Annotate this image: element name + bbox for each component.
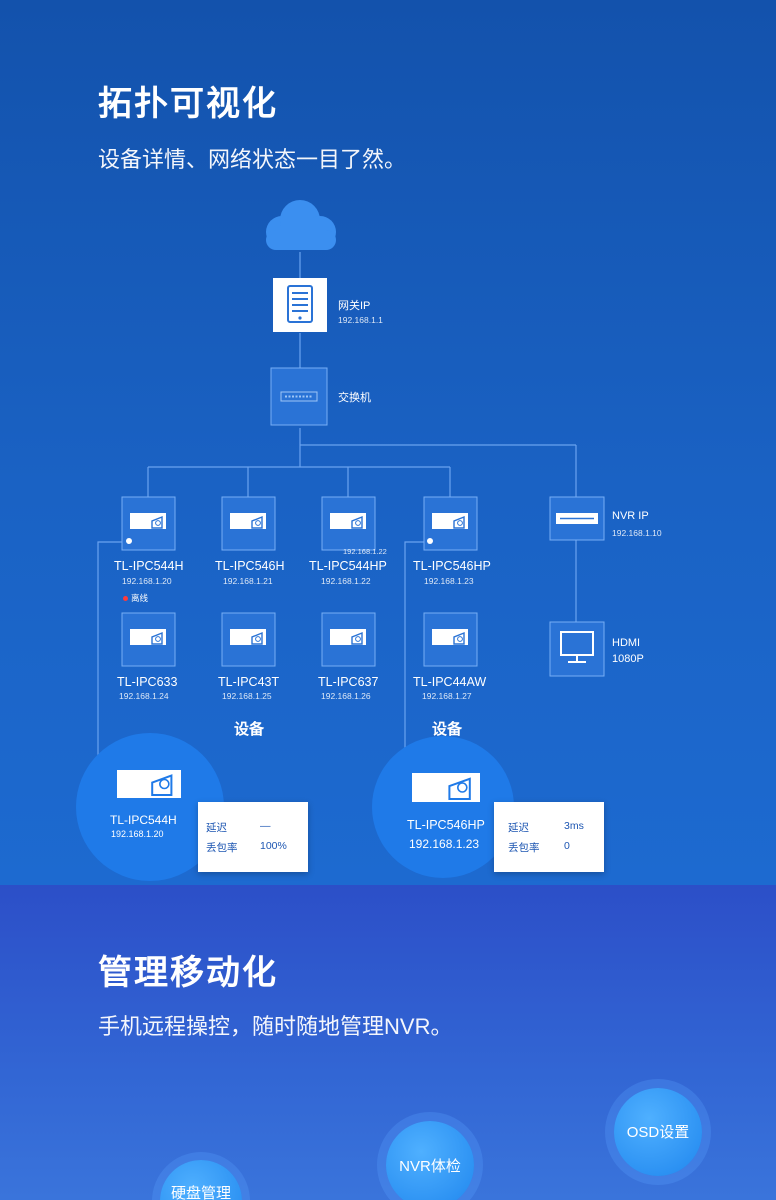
packet-loss-value: 100% [260,840,287,852]
topology-title: 拓扑可视化 [98,85,278,123]
offline-dot-icon [123,595,128,601]
feature-label: 硬盘管理 [170,1185,231,1200]
camera-ip: 192.168.1.22 [321,576,371,586]
cloud-icon [266,200,336,250]
camera-ip: 192.168.1.24 [119,691,169,701]
detail-camera-name: TL-IPC546HP [407,818,485,832]
latency-value: 3ms [564,820,584,832]
status-card-left: 延迟 — 丢包率 100% [198,802,308,872]
feature-nvr-checkup[interactable]: NVR体检 [386,1121,474,1200]
camera-name: TL-IPC43T [218,675,280,689]
camera-name: TL-IPC544HP [309,559,387,573]
link-cam1-detail [97,541,127,760]
mobile-section: 管理移动化 手机远程操控，随时随地管理NVR。 硬盘管理 NVR体检 OSD设置 [0,885,776,1200]
camera-icons [121,496,478,667]
camera-name: TL-IPC546H [215,559,285,573]
switch-icon [270,367,328,426]
topology-section: 拓扑可视化 设备详情、网络状态一目了然。 [0,0,776,885]
detail-camera-ip: 192.168.1.23 [409,837,480,851]
status-card-right: 延迟 3ms 丢包率 0 [494,802,604,872]
packet-loss-value: 0 [564,840,570,852]
camera-ip: 192.168.1.20 [122,576,172,586]
feature-osd-settings[interactable]: OSD设置 [614,1088,702,1176]
latency-label: 延迟 [508,822,529,834]
camera-icon[interactable] [423,612,478,667]
mobile-subtitle: 手机远程操控，随时随地管理NVR。 [98,1014,453,1039]
camera-icon[interactable] [321,496,376,551]
cam1-status-dot [126,538,132,544]
device-group-label: 设备 [234,721,265,738]
latency-label: 延迟 [206,822,227,834]
camera-name: TL-IPC544H [114,559,184,573]
link-cam4-detail [404,541,430,760]
detail-camera-icon [117,770,181,798]
detail-camera-icons [117,770,480,802]
device-group-label: 设备 [432,721,463,738]
camera-ip: 192.168.1.25 [222,691,272,701]
detail-camera-icon [412,773,480,802]
feature-label: NVR体检 [399,1157,461,1175]
gateway-label: 网关IP [338,300,371,312]
camera-name: TL-IPC633 [117,675,178,689]
resolution-label: 1080P [612,653,644,665]
monitor-icon [549,621,605,677]
switch-label: 交换机 [338,392,371,404]
topology-subtitle: 设备详情、网络状态一目了然。 [98,147,407,172]
detail-camera-ip: 192.168.1.20 [111,829,164,839]
detail-camera-name: TL-IPC544H [110,813,177,827]
hdmi-label: HDMI [612,637,641,649]
offline-status: 离线 [123,592,148,604]
camera-icon[interactable] [321,612,376,667]
feature-label: OSD设置 [626,1124,690,1141]
topology-diagram [76,200,605,881]
detail-circle-left [76,733,224,881]
nvr-label: NVR IP [612,510,649,522]
offline-text: 离线 [131,593,149,603]
gateway-ip: 192.168.1.1 [338,315,383,325]
camera-name: TL-IPC44AW [413,675,487,689]
camera-ip: 192.168.1.26 [321,691,371,701]
feature-disk-management[interactable]: 硬盘管理 [160,1160,242,1200]
topology-links [97,252,577,760]
nvr-ip: 192.168.1.10 [612,528,662,538]
hover-ip-tooltip: 192.168.1.22 [343,547,387,556]
camera-ip: 192.168.1.21 [223,576,273,586]
camera-icon[interactable] [121,612,176,667]
mobile-title: 管理移动化 [98,954,278,992]
camera-ip: 192.168.1.23 [424,576,474,586]
detail-circle-right [372,736,514,878]
gateway-router-icon [273,278,327,332]
nvr-icon [549,496,605,541]
camera-name: TL-IPC546HP [413,559,491,573]
camera-name: TL-IPC637 [318,675,379,689]
cam4-status-dot [427,538,433,544]
camera-icon[interactable] [221,612,276,667]
camera-ip: 192.168.1.27 [422,691,472,701]
camera-icon[interactable] [221,496,276,551]
packet-loss-label: 丢包率 [206,842,238,854]
packet-loss-label: 丢包率 [508,842,540,854]
latency-value: — [260,820,271,832]
